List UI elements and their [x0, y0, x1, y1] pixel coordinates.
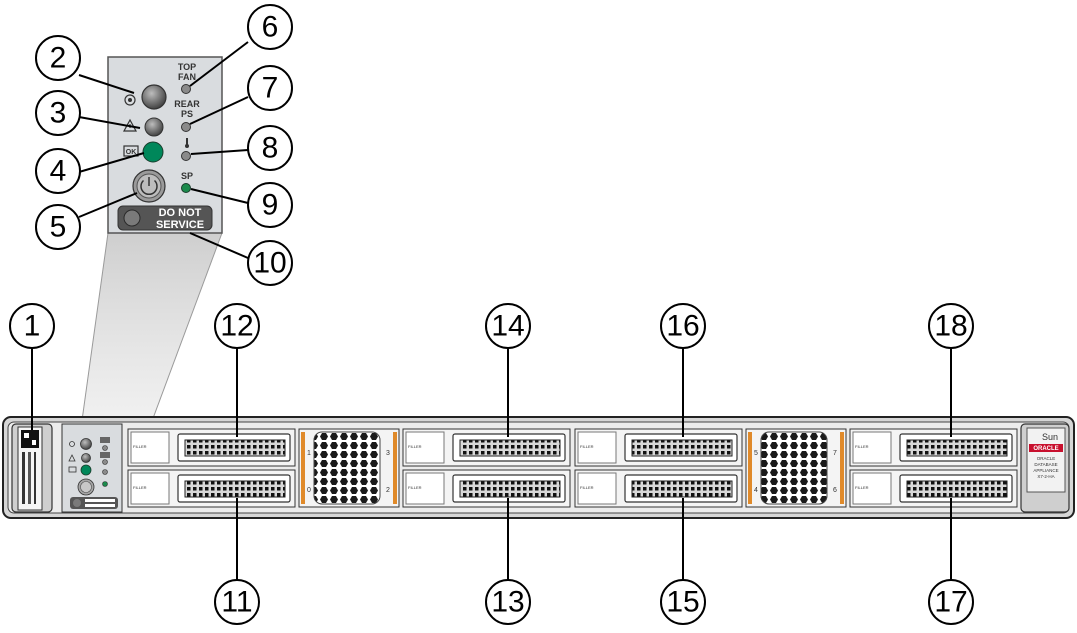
- callout-number: 1: [24, 310, 41, 343]
- fan-slot-number: 6: [833, 487, 837, 494]
- callout-number: 4: [50, 155, 67, 188]
- callout-number: 6: [262, 11, 279, 44]
- left-rack-ear: [11, 423, 53, 513]
- callout-number: 2: [50, 42, 67, 75]
- filler-label: FILLER: [580, 485, 594, 490]
- callout-number: 11: [221, 586, 252, 619]
- fan-slot-number: 1: [307, 450, 311, 457]
- sp-label: SP: [181, 171, 193, 181]
- badge-product-line2: DATABASE: [1034, 462, 1057, 467]
- drive-slot-12: FILLER: [127, 428, 296, 467]
- callout-3: 3: [35, 90, 81, 136]
- callout-number: 17: [934, 586, 967, 619]
- callout-4: 4: [35, 148, 81, 194]
- rear-ps-label-line1: REAR: [174, 99, 200, 109]
- callout-number: 9: [262, 189, 279, 222]
- do-not-service-indicator: [117, 205, 213, 231]
- callout-number: 13: [491, 586, 524, 619]
- rear-ps-led: [181, 122, 191, 132]
- callout-number: 10: [253, 247, 286, 280]
- oracle-logo: ORACLE: [1033, 446, 1058, 452]
- callout-18: 18: [928, 303, 974, 349]
- callout-14: 14: [485, 303, 531, 349]
- callout-9: 9: [247, 182, 293, 228]
- oracle-logo-bar: [1029, 444, 1063, 452]
- drive-slot-18: FILLER: [849, 428, 1018, 467]
- callout-number: 3: [50, 97, 67, 130]
- callout-13: 13: [485, 579, 531, 625]
- filler-label: FILLER: [855, 485, 869, 490]
- indicator-panel-inset: OK TOP FAN REAR PS SP DO NOT SERVICE: [107, 56, 223, 234]
- ok-led: [142, 141, 164, 163]
- rear-ps-label-line2: PS: [181, 109, 193, 119]
- fan-slot-number: 7: [833, 450, 837, 457]
- top-fan-label-line2: FAN: [178, 72, 196, 82]
- drive-slot-13: FILLER: [402, 469, 571, 508]
- callout-5: 5: [35, 204, 81, 250]
- callout-8: 8: [247, 125, 293, 171]
- callout-number: 12: [220, 310, 253, 343]
- callout-number: 14: [491, 310, 524, 343]
- filler-label: FILLER: [408, 444, 422, 449]
- leader-lines: [31, 41, 952, 580]
- sp-led: [181, 183, 191, 193]
- fan-slot-number: 0: [307, 487, 311, 494]
- fan-slot-number: 2: [386, 487, 390, 494]
- filler-label: FILLER: [408, 485, 422, 490]
- fan-slot-number: 4: [754, 487, 758, 494]
- power-icon: [140, 179, 158, 195]
- filler-label: FILLER: [580, 444, 594, 449]
- callout-7: 7: [247, 65, 293, 111]
- callout-17: 17: [928, 579, 974, 625]
- drive-slot-11: FILLER: [127, 469, 296, 508]
- drive-slot-14: FILLER: [402, 428, 571, 467]
- badge-product-line3: APPLIANCE: [1033, 468, 1058, 473]
- filler-label: FILLER: [133, 444, 147, 449]
- filler-label: FILLER: [855, 444, 869, 449]
- fan-module-grill-right: 5 7 4 6: [745, 428, 847, 508]
- filler-label: FILLER: [133, 485, 147, 490]
- drive-slot-15: FILLER: [574, 469, 743, 508]
- badge-product-line1: ORACLE: [1037, 456, 1056, 461]
- server-chassis: FILLER FILLER 1 3 0 2: [2, 416, 1075, 519]
- callout-12: 12: [214, 303, 260, 349]
- product-badge: [1026, 427, 1066, 493]
- top-fan-label-line1: TOP: [178, 62, 196, 72]
- locate-icon: [124, 94, 136, 106]
- callout-number: 18: [934, 310, 967, 343]
- fan-module-grill-left: 1 3 0 2: [298, 428, 400, 508]
- callout-6: 6: [247, 4, 293, 50]
- callout-16: 16: [660, 303, 706, 349]
- top-fan-led: [181, 84, 191, 94]
- badge-product-line4: X7-2-HA: [1037, 474, 1054, 479]
- right-rack-ear: Sun ORACLE ORACLE DATABASE APPLIANCE X7-…: [1020, 423, 1070, 513]
- service-required-led: [144, 117, 164, 137]
- drive-slot-16: FILLER: [574, 428, 743, 467]
- drive-bay-group: FILLER FILLER 1 3 0 2: [127, 428, 1018, 508]
- callout-number: 15: [666, 586, 699, 619]
- power-button: [132, 169, 166, 203]
- qr-code: [21, 430, 39, 448]
- fan-slot-number: 3: [386, 450, 390, 457]
- callout-15: 15: [660, 579, 706, 625]
- chassis-indicator-panel: [61, 423, 123, 513]
- overtemp-led: [181, 151, 191, 161]
- callout-number: 8: [262, 132, 279, 165]
- fan-slot-number: 5: [754, 450, 758, 457]
- drive-slot-17: FILLER: [849, 469, 1018, 508]
- do-not-service-line1: DO NOT: [159, 207, 202, 219]
- callout-11: 11: [214, 579, 260, 625]
- callout-number: 16: [666, 310, 699, 343]
- callout-number: 7: [262, 72, 279, 105]
- temperature-icon: [185, 138, 189, 148]
- callout-2: 2: [35, 35, 81, 81]
- callout-10: 10: [247, 240, 293, 286]
- locate-button: [141, 84, 167, 110]
- callout-number: 5: [50, 211, 67, 244]
- sun-logo: Sun: [1042, 432, 1058, 442]
- do-not-service-line2: SERVICE: [156, 219, 204, 231]
- svg-text:OK: OK: [126, 149, 137, 156]
- callout-1: 1: [9, 303, 55, 349]
